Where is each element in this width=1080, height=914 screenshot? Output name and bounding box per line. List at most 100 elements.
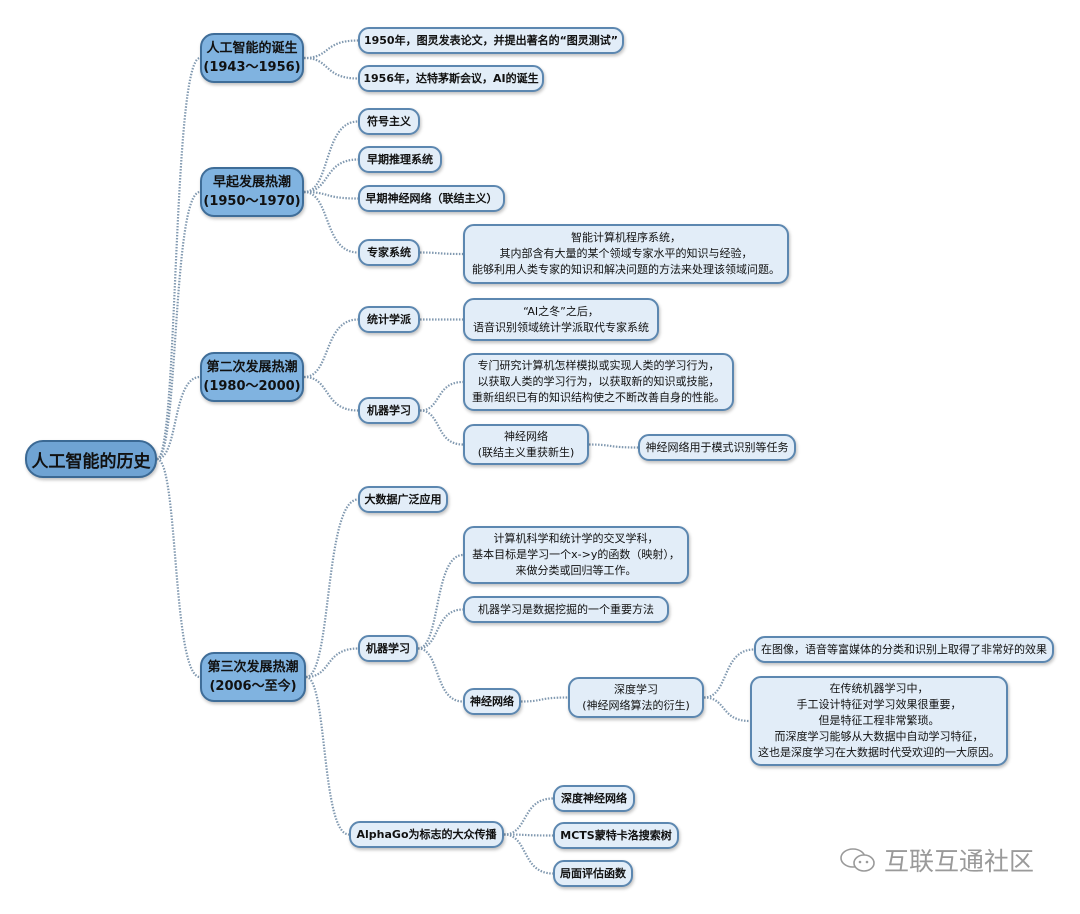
connector-line (419, 380, 464, 412)
connector-line (156, 375, 201, 461)
node-label: 神经网络用于模式识别等任务 (645, 440, 789, 454)
wechat-icon (840, 848, 875, 872)
connector-line (305, 498, 359, 679)
connector-line (303, 56, 359, 80)
node-expert-system[interactable]: 专家系统 (358, 239, 420, 266)
detail-line: 计算机科学和统计学的交叉学科， (493, 532, 659, 545)
node-nn-revival[interactable]: 神经网络 (联结主义重获新生) (463, 424, 589, 465)
detail-line: 但是特征工程非常繁琐。 (818, 714, 940, 727)
connector-line (303, 190, 359, 254)
node-label: 1950年，图灵发表论文，并提出著名的“图灵测试” (363, 33, 619, 47)
node-title: 早起发展热潮 (212, 175, 291, 190)
node-second-wave[interactable]: 第二次发展热潮(1980～2000) (200, 352, 304, 402)
node-title: 人工智能的诞生 (206, 41, 298, 56)
detail-line: 以获取人类的学习行为，以获取新的知识或技能， (477, 375, 720, 388)
connector-line (305, 675, 350, 836)
connector-line (503, 833, 554, 837)
node-machine-learning-2[interactable]: 机器学习 (358, 397, 420, 424)
node-ml-mining[interactable]: 机器学习是数据挖掘的一个重要方法 (463, 596, 669, 623)
connector-line (419, 409, 464, 446)
node-mcts[interactable]: MCTS蒙特卡洛搜索树 (553, 822, 679, 849)
node-label: 神经网络 (470, 694, 514, 708)
node-label: 统计学派 (367, 312, 411, 326)
connector-line (417, 608, 464, 650)
node-label: 机器学习是数据挖掘的一个重要方法 (478, 602, 654, 616)
detail-line: 在传统机器学习中， (829, 682, 929, 695)
detail-line: 这也是深度学习在大数据时代受欢迎的一大原因。 (758, 746, 1000, 759)
node-nn-3[interactable]: 神经网络 (463, 688, 521, 715)
node-label: 专家系统 (367, 245, 411, 259)
connector-line (303, 39, 359, 60)
node-third-wave[interactable]: 第三次发展热潮(2006～至今) (200, 652, 306, 702)
node-deep-learning[interactable]: 深度学习(神经网络算法的衍生) (568, 677, 704, 718)
detail-line: 神经网络 (504, 429, 548, 443)
node-dl-effect[interactable]: 在图像，语音等富媒体的分类和识别上取得了非常好的效果 (754, 636, 1054, 663)
detail-line: 语音识别领域统计学派取代专家系统 (473, 320, 649, 334)
node-title: 第三次发展热潮 (207, 660, 299, 675)
node-label: 局面评估函数 (560, 866, 626, 880)
node-stat-detail[interactable]: “AI之冬”之后， 语音识别领域统计学派取代专家系统 (463, 298, 659, 341)
connector-line (417, 647, 464, 703)
detail-line: 来做分类或回归等工作。 (515, 564, 637, 577)
node-early-nn[interactable]: 早期神经网络（联结主义） (358, 185, 505, 212)
node-label: MCTS蒙特卡洛搜索树 (560, 828, 672, 842)
node-machine-learning-3[interactable]: 机器学习 (358, 635, 418, 662)
connector-line (303, 318, 359, 379)
node-nn-pattern[interactable]: 神经网络用于模式识别等任务 (638, 434, 796, 461)
connector-line (156, 457, 201, 679)
detail-line: “AI之冬”之后， (523, 304, 599, 318)
node-birth[interactable]: 人工智能的诞生 (1943～1956) (200, 33, 304, 83)
detail-line: 基本目标是学习一个x->y的函数（映射）， (472, 548, 680, 561)
node-label: 早期推理系统 (367, 152, 433, 166)
node-ml-detail-2[interactable]: 专门研究计算机怎样模拟或实现人类的学习行为， 以获取人类的学习行为，以获取新的知识… (463, 353, 734, 411)
node-turing[interactable]: 1950年，图灵发表论文，并提出著名的“图灵测试” (358, 27, 624, 54)
node-label: 1956年，达特茅斯会议，AI的诞生 (363, 71, 539, 85)
node-label: 深度神经网络 (561, 791, 627, 805)
node-label: 大数据广泛应用 (364, 492, 442, 506)
watermark-text: 互联互通社区 (884, 847, 1035, 876)
node-alphago[interactable]: AlphaGo为标志的大众传播 (349, 821, 504, 848)
node-dnn[interactable]: 深度神经网络 (553, 785, 635, 812)
node-statistics[interactable]: 统计学派 (358, 306, 420, 333)
node-period: (1980～2000) (203, 379, 301, 394)
node-period: (1943～1956) (203, 60, 301, 75)
detail-line: 能够利用人类专家的知识和解决问题的方法来处理该领域问题。 (472, 263, 780, 276)
connector-line (156, 190, 201, 461)
node-reasoning[interactable]: 早期推理系统 (358, 146, 442, 173)
root-node[interactable]: 人工智能的历史 (25, 440, 157, 478)
watermark: 互联互通社区 (838, 842, 1034, 878)
root-label: 人工智能的历史 (31, 451, 151, 472)
detail-line: 手工设计特征对学习效果很重要， (796, 698, 962, 711)
detail-line: 专门研究计算机怎样模拟或实现人类的学习行为， (477, 359, 720, 372)
node-big-data[interactable]: 大数据广泛应用 (358, 486, 448, 513)
detail-line: 其内部含有大量的某个领域专家水平的知识与经验， (499, 247, 753, 260)
connector-line (503, 833, 554, 875)
connector-line (703, 648, 755, 699)
node-period: (1950～1970) (203, 194, 301, 209)
connector-line (155, 56, 201, 461)
node-label: 在图像，语音等富媒体的分类和识别上取得了非常好的效果 (761, 642, 1047, 656)
node-label: 符号主义 (367, 114, 411, 128)
node-eval-function[interactable]: 局面评估函数 (553, 860, 633, 887)
node-label: 机器学习 (367, 403, 411, 417)
node-label: 机器学习 (366, 641, 410, 655)
node-label: 早期神经网络（联结主义） (365, 191, 498, 205)
node-dl-detail[interactable]: 在传统机器学习中，手工设计特征对学习效果很重要，但是特征工程非常繁琐。而深度学习… (750, 676, 1008, 766)
detail-line: 智能计算机程序系统， (571, 231, 681, 244)
connector-line (417, 553, 464, 650)
connector-line (588, 443, 639, 449)
connector-line (303, 190, 359, 200)
detail-line: 重新组织已有的知识结构使之不断改善自身的性能。 (472, 391, 725, 404)
node-ml-detail-3[interactable]: 计算机科学和统计学的交叉学科， 基本目标是学习一个x->y的函数（映射）， 来做分类… (463, 526, 689, 584)
node-symbolism[interactable]: 符号主义 (358, 108, 420, 135)
node-dartmouth[interactable]: 1956年，达特茅斯会议，AI的诞生 (358, 65, 544, 92)
connector-line (703, 696, 751, 723)
connector-line (305, 647, 359, 679)
node-early[interactable]: 早起发展热潮 (1950～1970) (200, 167, 304, 217)
node-expert-detail[interactable]: 智能计算机程序系统， 其内部含有大量的某个领域专家水平的知识与经验， 能够利用人类专… (463, 224, 789, 284)
detail-line: 深度学习 (614, 682, 658, 696)
detail-line: (联结主义重获新生) (477, 445, 575, 459)
connector-line (419, 251, 464, 256)
